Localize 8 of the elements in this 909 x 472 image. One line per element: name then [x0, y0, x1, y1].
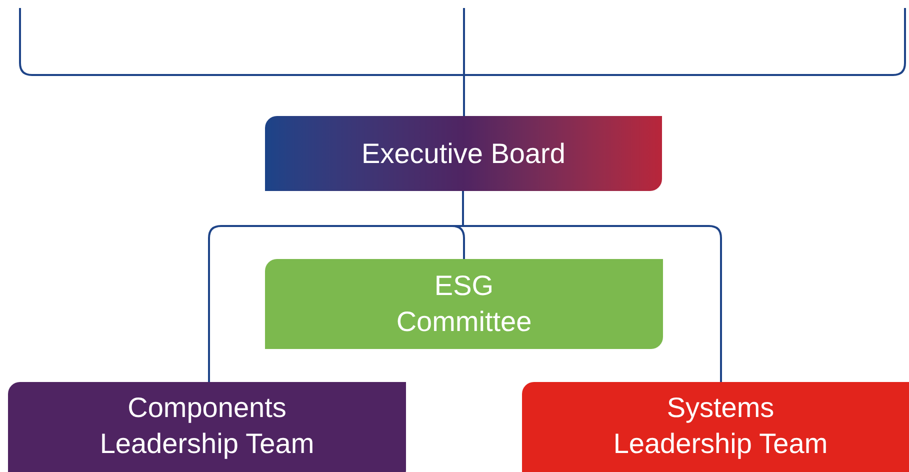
org-box — [522, 382, 909, 472]
org-box — [8, 382, 406, 472]
box-title: ESG Committee — [395, 269, 533, 339]
org-box — [265, 116, 662, 191]
box-title: Executive Board — [360, 136, 566, 170]
box-title: Components Leadership Team — [98, 391, 316, 461]
org-box — [265, 259, 663, 349]
box-title: Systems Leadership Team — [612, 391, 829, 461]
